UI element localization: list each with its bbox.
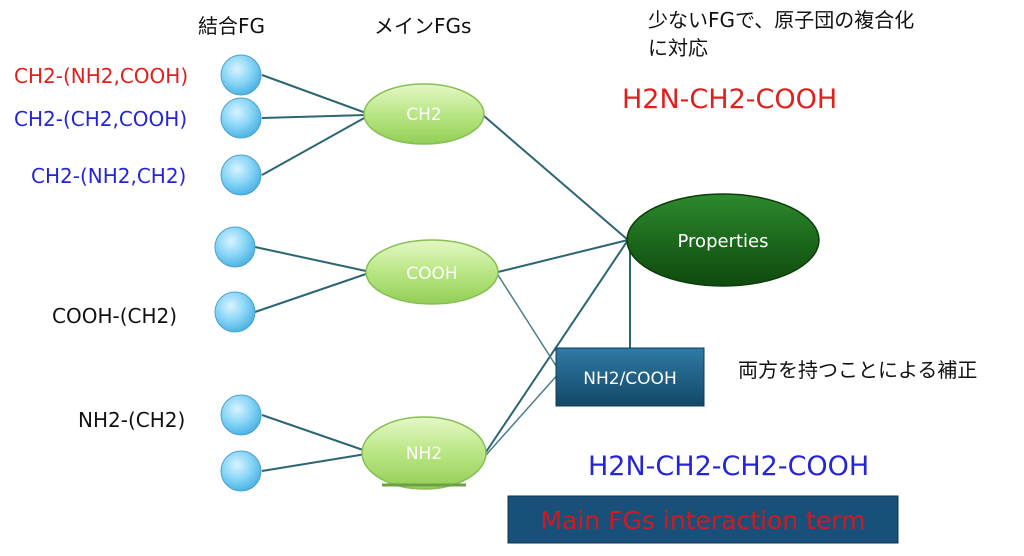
edge-bonded-6-nh2	[261, 414, 367, 452]
bonded-node-7	[220, 450, 262, 492]
edges-main	[483, 115, 631, 453]
note-line-1: 少ないFGで、原子団の複合化	[648, 8, 915, 32]
edges-interaction	[485, 274, 561, 456]
edge-bonded-2-ch2	[261, 114, 367, 119]
bonded-node-6	[220, 394, 262, 436]
main-node-cooh	[365, 239, 499, 305]
main-node-nh2	[361, 416, 487, 490]
bonded-node-1	[220, 54, 262, 96]
edge-cooh-properties	[497, 239, 629, 273]
bonded-label-cooh-ch2: COOH-(CH2)	[52, 304, 178, 328]
edge-bonded-3-ch2	[261, 116, 367, 176]
edge-bonded-7-nh2	[261, 453, 367, 472]
edge-ch2-properties	[483, 115, 629, 241]
main-node-ch2	[363, 83, 485, 145]
formula-glycine: H2N-CH2-COOH	[622, 84, 838, 115]
note-line-2: に対応	[648, 36, 708, 60]
interaction-banner	[507, 495, 899, 544]
header-main-fgs: メインFGs	[374, 14, 472, 38]
header-bonded-fg: 結合FG	[198, 14, 266, 38]
bonded-node-5	[214, 291, 256, 333]
properties-label: Properties	[678, 231, 769, 252]
edge-bonded-5-cooh	[254, 273, 367, 313]
interaction-box	[555, 347, 705, 407]
edge-nh2-box	[485, 371, 561, 456]
main-node-nh2-label: NH2	[406, 444, 442, 464]
edge-cooh-box	[497, 274, 561, 373]
bonded-label-ch2-nh2-cooh: CH2-(NH2,COOH)	[14, 64, 189, 88]
main-node-cooh-label: COOH	[406, 264, 457, 284]
banner-label: Main FGs interaction term	[541, 506, 866, 535]
properties-node	[626, 193, 820, 287]
interaction-box-label: NH2/COOH	[583, 369, 676, 389]
formula-beta-alanine: H2N-CH2-CH2-COOH	[588, 451, 870, 482]
bonded-label-ch2-ch2-cooh: CH2-(CH2,COOH)	[14, 107, 188, 131]
edge-nh2-properties	[485, 239, 629, 453]
bonded-nodes	[214, 54, 262, 492]
bonded-label-ch2-nh2-ch2: CH2-(NH2,CH2)	[31, 164, 187, 188]
main-node-ch2-label: CH2	[406, 105, 441, 125]
bonded-node-4	[214, 226, 256, 268]
edge-bonded-1-ch2	[261, 74, 367, 114]
bonded-node-3	[220, 154, 262, 196]
bonded-label-nh2-ch2: NH2-(CH2)	[78, 408, 186, 432]
bonded-node-2	[220, 97, 262, 139]
edges-bonded	[254, 74, 367, 472]
interaction-note: 両方を持つことによる補正	[738, 358, 978, 382]
edge-bonded-4-cooh	[254, 246, 367, 272]
